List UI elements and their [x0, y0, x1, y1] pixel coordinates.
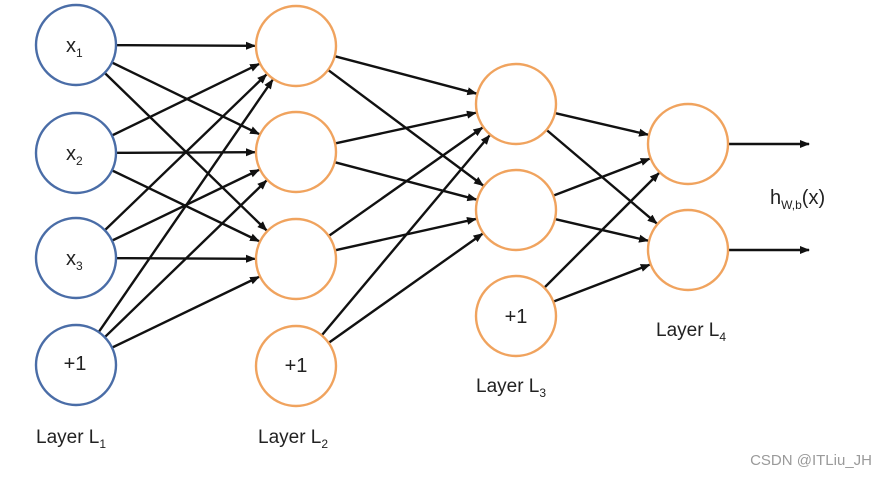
edge-node-bias-l2-to-node-l3-2 — [327, 232, 484, 344]
node-x1-label: x1 — [66, 35, 83, 60]
node-x3-circle — [34, 216, 118, 300]
node-bias-l2-label: +1 — [285, 355, 308, 377]
edge-node-x3-to-node-l2-1 — [103, 73, 268, 232]
layer-l3-label: Layer L3 — [476, 376, 546, 400]
edge-node-x1-to-node-l2-2 — [111, 61, 261, 136]
node-x3-label: x3 — [66, 248, 83, 273]
neuron-nodes — [34, 3, 730, 408]
node-x1-circle — [34, 3, 118, 87]
edge-node-l3-1-to-node-l4-1 — [554, 111, 650, 137]
edge-node-x1-to-node-l2-1 — [115, 41, 257, 50]
node-bias-l3-label: +1 — [505, 306, 528, 328]
node-bias-l2-circle — [254, 324, 338, 408]
node-l4-2-circle — [646, 208, 730, 292]
edge-node-bias-l3-to-node-l4-1 — [543, 172, 660, 289]
node-l2-3-circle — [254, 217, 338, 301]
edge-node-bias-l1-to-node-l2-3 — [111, 275, 260, 349]
node-l2-1-circle — [254, 4, 338, 88]
watermark-text: CSDN @ITLiu_JH — [750, 452, 872, 469]
layer-l1-label: Layer L1 — [36, 427, 106, 451]
connection-edges — [97, 41, 810, 349]
node-l3-2-circle — [474, 168, 558, 252]
edge-node-l2-3-to-node-l3-1 — [328, 126, 484, 237]
edge-node-bias-l2-to-node-l3-1 — [320, 134, 491, 337]
node-bias-l3-circle — [474, 274, 558, 358]
edge-node-bias-l3-to-node-l4-2 — [552, 263, 651, 303]
node-x2-label: x2 — [66, 143, 83, 168]
edge-node-l3-2-to-node-l4-1 — [552, 157, 651, 197]
node-l4-1-circle — [646, 102, 730, 186]
edge-node-bias-l1-to-node-l2-2 — [103, 179, 268, 339]
node-bias-l1-label: +1 — [64, 353, 87, 375]
layer-l2-label: Layer L2 — [258, 427, 328, 451]
output-hypothesis-label: hW,b(x) — [770, 187, 825, 212]
edge-node-bias-l1-to-node-l2-1 — [97, 78, 274, 333]
edge-node-l2-2-to-node-l3-1 — [334, 110, 477, 145]
layer-l4-label: Layer L4 — [656, 320, 726, 344]
node-x2-circle — [34, 111, 118, 195]
node-bias-l1-circle — [34, 323, 118, 407]
node-l3-1-circle — [474, 62, 558, 146]
node-l2-2-circle — [254, 110, 338, 194]
edge-node-x2-to-node-l2-1 — [111, 62, 261, 137]
edge-node-l2-1-to-node-l3-1 — [334, 55, 478, 96]
